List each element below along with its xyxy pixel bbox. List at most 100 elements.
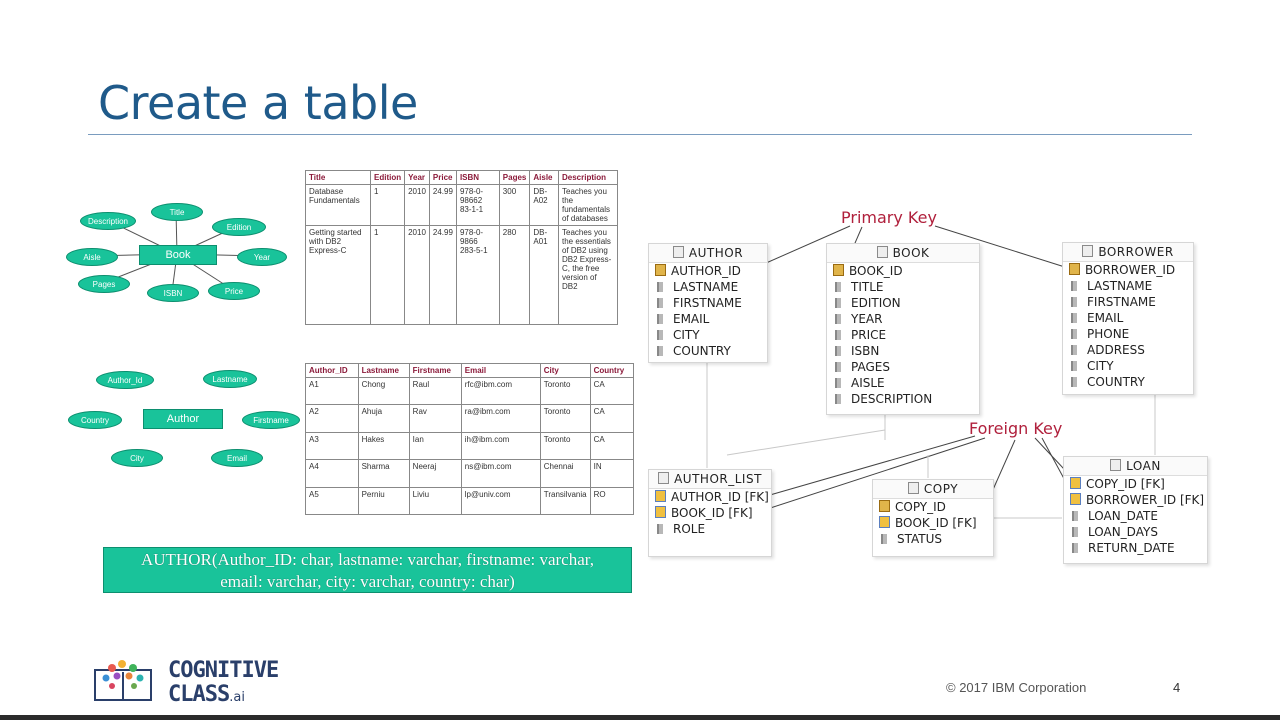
db-column-row: COPY_ID xyxy=(873,499,993,515)
schema-line-2: email: varchar, city: varchar, country: … xyxy=(220,572,515,591)
foreign-key-icon xyxy=(1070,493,1081,505)
db-column-row: YEAR xyxy=(827,311,979,327)
db-column-name: AUTHOR_ID xyxy=(671,264,741,278)
er-book-attr-description: Description xyxy=(80,212,136,230)
table-cell: Ahuja xyxy=(357,404,410,433)
er-author-attr-email: Email xyxy=(211,449,263,467)
logo-text-class: CLASS xyxy=(168,682,230,707)
db-entity-header: BOOK xyxy=(827,244,979,263)
er-book-attr-title: Title xyxy=(151,203,203,221)
table-cell: A4 xyxy=(305,459,359,488)
column-icon xyxy=(657,524,663,534)
column-icon xyxy=(1072,543,1078,553)
db-column-row: LOAN_DATE xyxy=(1064,508,1207,524)
db-column-row: BOOK_ID [FK] xyxy=(649,505,771,521)
author-data-table: Author_ID Lastname Firstname Email City … xyxy=(305,363,635,516)
column-icon xyxy=(657,346,663,356)
table-icon xyxy=(1082,245,1094,257)
book-logo-icon xyxy=(94,660,152,701)
db-column-name: BORROWER_ID [FK] xyxy=(1086,493,1205,507)
table-icon xyxy=(1110,459,1122,471)
db-column-name: COPY_ID xyxy=(895,500,946,514)
db-column-row: LOAN_DAYS xyxy=(1064,524,1207,540)
db-column-row: LASTNAME xyxy=(649,279,767,295)
db-column-row: COUNTRY xyxy=(649,343,767,359)
db-column-name: LOAN_DAYS xyxy=(1088,525,1158,539)
table-cell: Ian xyxy=(408,431,462,461)
db-entity-name: AUTHOR xyxy=(688,246,744,260)
er-book-attr-aisle: Aisle xyxy=(66,248,118,266)
schema-line-1: AUTHOR(Author_ID: char, lastname: varcha… xyxy=(140,550,594,569)
db-column-row: COUNTRY xyxy=(1063,374,1193,390)
db-column-name: YEAR xyxy=(851,312,883,326)
table-cell: Teaches you the essentials of DB2 using … xyxy=(558,225,618,325)
db-column-row: ADDRESS xyxy=(1063,342,1193,358)
table-cell: Transilvania xyxy=(539,486,591,516)
db-column-name: BOOK_ID xyxy=(849,264,903,278)
column-icon xyxy=(1072,511,1078,521)
db-column-row: LASTNAME xyxy=(1063,278,1193,294)
db-column-name: PAGES xyxy=(851,360,890,374)
db-column-name: ROLE xyxy=(673,522,706,536)
db-column-name: BOOK_ID [FK] xyxy=(671,506,753,520)
column-icon xyxy=(1071,377,1077,387)
er-author-entity: Author xyxy=(143,409,223,429)
db-column-row: ISBN xyxy=(827,343,979,359)
er-book-attr-edition: Edition xyxy=(212,218,266,236)
table-cell: DB-A02 xyxy=(529,184,559,226)
db-column-row: FIRSTNAME xyxy=(649,295,767,311)
table-header-row: Title Edition Year Price ISBN Pages Aisl… xyxy=(305,170,618,185)
table-cell: Teaches you the fundamentals of database… xyxy=(558,184,618,226)
foreign-key-icon xyxy=(655,490,666,502)
book-data-table: Title Edition Year Price ISBN Pages Aisl… xyxy=(305,170,618,325)
table-cell: DB-A01 xyxy=(529,225,559,325)
db-entity-name: LOAN xyxy=(1126,459,1161,473)
db-column-row: EMAIL xyxy=(1063,310,1193,326)
column-icon xyxy=(657,330,663,340)
foreign-key-icon xyxy=(879,516,890,528)
er-book-attr-isbn: ISBN xyxy=(147,284,199,302)
db-column-row: CITY xyxy=(1063,358,1193,374)
table-row: A5 Perniu Liviu lp@univ.com Transilvania… xyxy=(305,486,635,516)
db-column-row: FIRSTNAME xyxy=(1063,294,1193,310)
db-entity-header: COPY xyxy=(873,480,993,499)
db-column-row: AISLE xyxy=(827,375,979,391)
db-column-name: AISLE xyxy=(851,376,885,390)
logo-text-suffix: .ai xyxy=(229,690,245,705)
table-row: Database Fundamentals 1 2010 24.99 978-0… xyxy=(305,184,618,226)
db-column-row: AUTHOR_ID [FK] xyxy=(649,489,771,505)
db-column-name: TITLE xyxy=(851,280,884,294)
primary-key-icon xyxy=(833,264,844,276)
primary-key-icon xyxy=(879,500,890,512)
db-column-row: EMAIL xyxy=(649,311,767,327)
table-cell: CA xyxy=(589,376,635,406)
table-cell: lp@univ.com xyxy=(460,486,541,516)
table-cell: A1 xyxy=(305,376,359,406)
db-column-row: AUTHOR_ID xyxy=(649,263,767,279)
db-column-name: COPY_ID [FK] xyxy=(1086,477,1165,491)
er-book-attr-year: Year xyxy=(237,248,287,266)
column-icon xyxy=(1071,361,1077,371)
er-author-attr-firstname: Firstname xyxy=(242,411,300,429)
column-icon xyxy=(835,298,841,308)
db-column-name: PRICE xyxy=(851,328,887,342)
table-cell: Hakes xyxy=(357,431,410,461)
db-entity-header: LOAN xyxy=(1064,457,1207,476)
db-column-row: STATUS xyxy=(873,531,993,547)
db-column-name: CITY xyxy=(673,328,700,342)
db-column-row: EDITION xyxy=(827,295,979,311)
table-icon xyxy=(672,246,684,258)
primary-key-label: Primary Key xyxy=(841,208,937,227)
column-icon xyxy=(835,378,841,388)
table-cell: RO xyxy=(589,486,635,516)
table-cell: 24.99 xyxy=(428,225,457,325)
table-row: Getting started with DB2 Express-C 1 201… xyxy=(305,225,618,325)
table-cell: Liviu xyxy=(408,486,462,516)
column-icon xyxy=(1071,297,1077,307)
schema-definition-box: AUTHOR(Author_ID: char, lastname: varcha… xyxy=(103,547,632,593)
table-cell: CA xyxy=(589,431,635,461)
table-cell: Toronto xyxy=(539,431,591,461)
